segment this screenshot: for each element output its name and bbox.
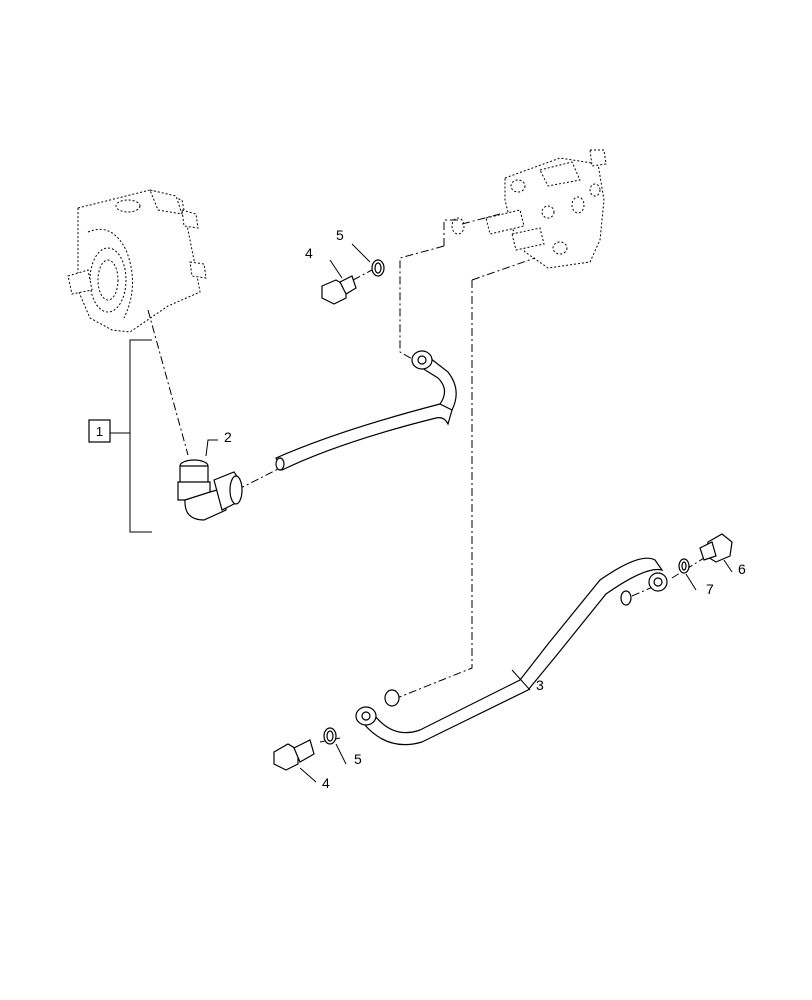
hydraulic-pump	[67, 189, 207, 333]
callout-1: 1	[96, 424, 103, 439]
callout-7: 7	[706, 581, 714, 597]
callout-4-bottom: 4	[322, 775, 330, 791]
o-ring	[678, 558, 690, 574]
sealing-washer-top	[371, 259, 385, 277]
assembly-bracket: 1	[88, 339, 152, 533]
callout-4-top: 4	[305, 245, 313, 261]
banjo-bolt-bottom	[273, 739, 315, 771]
sealing-washer-bottom	[323, 727, 337, 745]
elbow-fitting	[177, 459, 243, 521]
callout-6: 6	[738, 561, 746, 577]
control-valve	[451, 149, 607, 269]
banjo-bolt-top	[321, 275, 357, 305]
item-1-box	[88, 419, 111, 443]
suction-tube	[275, 350, 457, 471]
callout-5-bottom: 5	[354, 751, 362, 767]
plug-bolt	[699, 533, 733, 563]
leader-lines	[205, 243, 733, 783]
callout-3: 3	[536, 677, 544, 693]
callout-2: 2	[224, 429, 232, 445]
tube-assembly	[355, 557, 668, 746]
callout-5-top: 5	[336, 227, 344, 243]
